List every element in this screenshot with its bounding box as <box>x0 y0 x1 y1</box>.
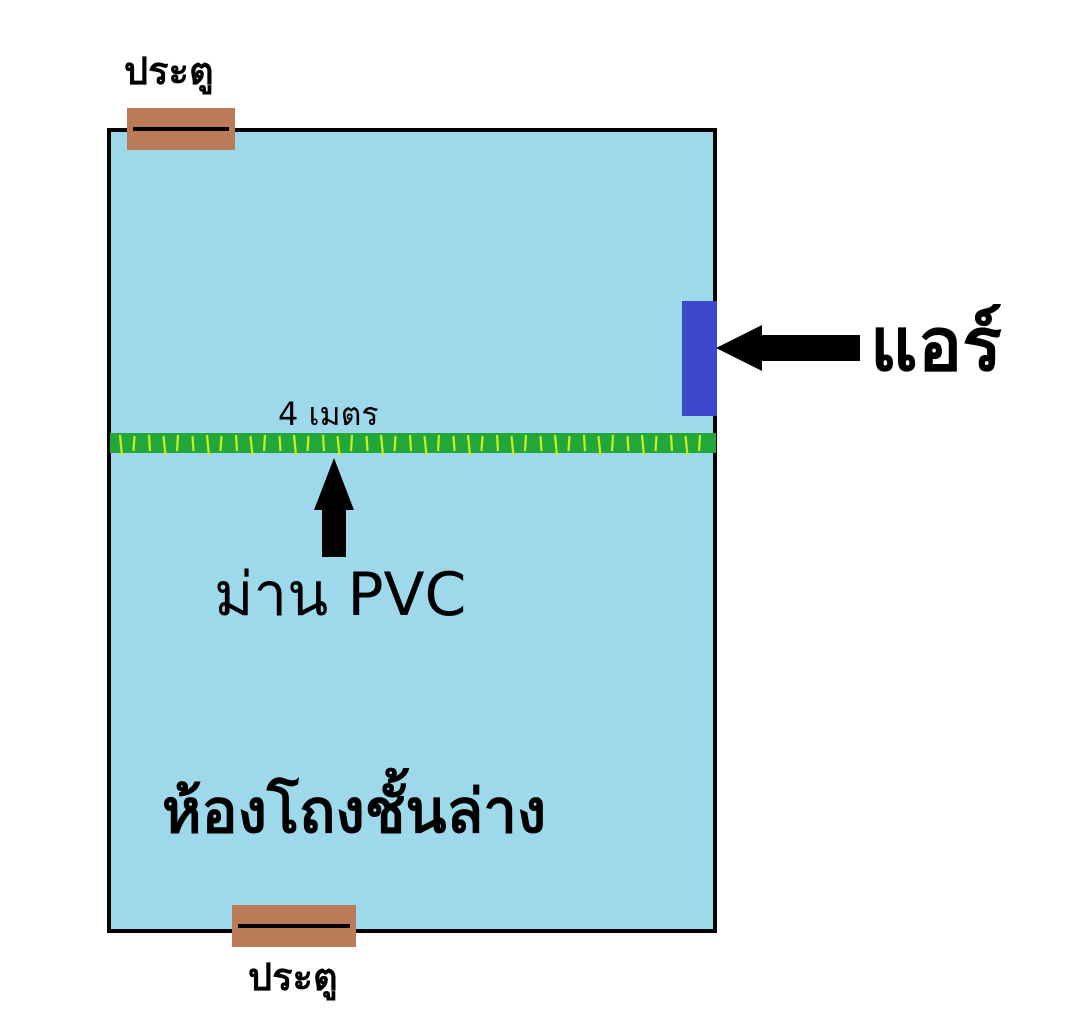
curtain-strip <box>306 435 310 452</box>
curtain-strip <box>669 434 674 452</box>
door-top-label: ประตู <box>124 49 214 93</box>
curtain-strip <box>132 435 136 452</box>
curtain-strip <box>640 434 646 457</box>
air-conditioner-unit <box>682 301 717 416</box>
curtain-strip <box>379 434 385 457</box>
curtain-length-label: 4 เมตร <box>278 395 379 433</box>
curtain-strip <box>205 434 211 457</box>
curtain-strip <box>147 434 152 452</box>
room-name-label: ห้องโถงชั้นล่าง <box>162 777 547 847</box>
door-bottom-label: ประตู <box>248 955 338 999</box>
curtain-strip <box>480 435 484 452</box>
curtain-strip <box>654 435 658 452</box>
curtain-strip <box>162 435 167 457</box>
pvc-arrow-shaft <box>322 505 346 557</box>
curtain-strip <box>423 435 428 457</box>
curtain-strip <box>539 435 543 452</box>
curtain-strip <box>349 434 354 452</box>
curtain-strip <box>234 434 239 452</box>
curtain-strip <box>408 434 413 452</box>
room-floor-plan <box>107 128 717 933</box>
door-top <box>127 108 235 150</box>
ac-arrow <box>716 325 860 371</box>
curtain-strip <box>191 435 195 452</box>
pvc-curtain-bar <box>110 433 716 453</box>
pvc-arrow-head <box>314 458 354 510</box>
curtain-strip <box>697 434 702 452</box>
curtain-strip <box>336 435 341 457</box>
air-conditioner-label: แอร์ <box>870 302 1002 388</box>
curtain-strip <box>510 435 515 457</box>
curtain-strip <box>118 434 124 457</box>
curtain-strip <box>175 434 180 452</box>
curtain-strip <box>365 435 369 452</box>
door-top-line <box>133 127 229 131</box>
curtain-strip <box>610 434 615 452</box>
curtain-strip <box>249 435 254 457</box>
curtain-strip <box>219 435 223 452</box>
pvc-arrow <box>314 458 354 557</box>
ac-arrow-head <box>716 325 762 371</box>
curtain-strip <box>292 434 298 457</box>
curtain-strip <box>466 434 472 457</box>
curtain-strip <box>321 434 326 452</box>
pvc-curtain-label: ม่าน PVC <box>214 560 467 630</box>
curtain-strip <box>684 435 689 457</box>
curtain-strip <box>553 434 559 457</box>
door-bottom-line <box>238 924 350 928</box>
curtain-strip <box>597 435 602 457</box>
curtain-strip <box>452 435 456 452</box>
curtain-strip <box>262 434 267 452</box>
ac-arrow-shaft <box>760 335 860 361</box>
curtain-strip <box>393 435 397 452</box>
door-bottom <box>232 905 356 947</box>
curtain-strip <box>278 435 282 452</box>
curtain-strip <box>436 434 441 452</box>
pvc-curtain-strips <box>118 434 702 457</box>
curtain-strip <box>523 434 528 452</box>
curtain-strip <box>567 435 571 452</box>
curtain-strip <box>626 435 630 452</box>
curtain-strip <box>495 434 500 452</box>
curtain-strip <box>582 434 587 452</box>
